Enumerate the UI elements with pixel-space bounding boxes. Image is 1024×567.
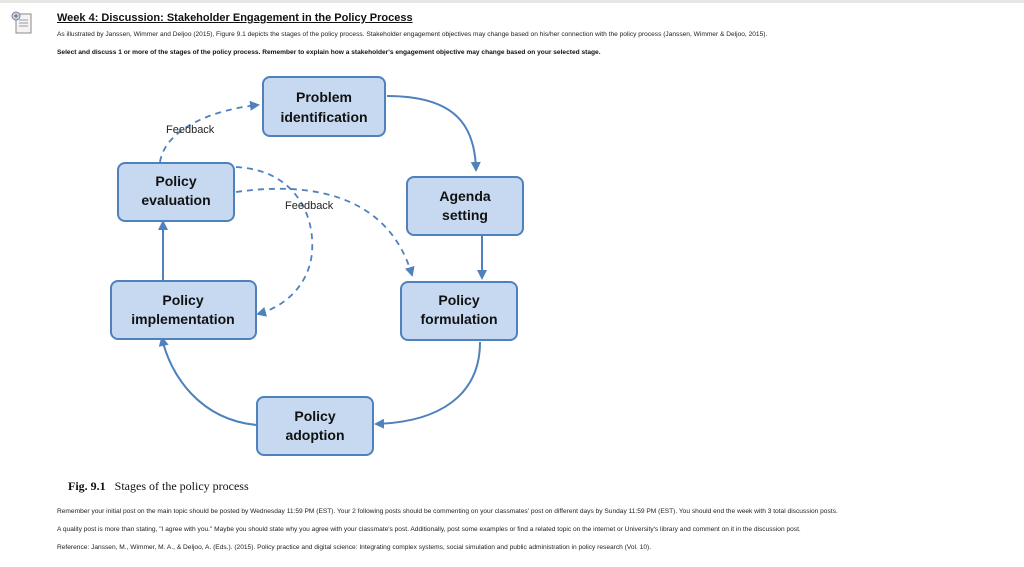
svg-text:adoption: adoption [285,427,344,443]
figure-label: Fig. 9.1 [68,479,106,493]
svg-text:evaluation: evaluation [141,192,210,208]
svg-text:identification: identification [280,109,367,125]
stage-policy-implementation: Policy implementation [110,280,257,340]
reference-text: Reference: Janssen, M., Wimmer, M. A., &… [57,544,652,551]
svg-text:setting: setting [442,207,488,223]
page-title[interactable]: Week 4: Discussion: Stakeholder Engageme… [57,12,413,24]
feedback-evaluation-to-implementation [235,166,314,317]
svg-text:implementation: implementation [131,311,234,327]
arrow-adoption-to-implementation [158,336,258,426]
stage-agenda-setting: Agenda setting [406,176,524,236]
svg-text:Policy: Policy [438,292,479,308]
figure-caption: Fig. 9.1 Stages of the policy process [68,479,249,494]
svg-text:formulation: formulation [421,311,498,327]
instruction-text: Select and discuss 1 or more of the stag… [57,49,601,56]
policy-process-diagram: Feedback Feedback Problem identification… [110,76,524,456]
feedback-label: Feedback [285,200,334,212]
arrow-formulation-to-adoption [374,341,481,429]
feedback-evaluation-to-formulation [235,187,415,277]
stage-policy-evaluation: Policy evaluation [117,162,235,222]
feedback-evaluation-to-problem [159,100,260,163]
arrow-problem-to-agenda [386,95,481,172]
stage-policy-adoption: Policy adoption [256,396,374,456]
stage-policy-formulation: Policy formulation [400,281,518,341]
svg-text:Policy: Policy [294,408,335,424]
stage-problem-identification: Problem identification [262,76,386,137]
intro-text: As illustrated by Janssen, Wimmer and De… [57,31,768,38]
document-icon [11,11,32,34]
svg-text:Problem: Problem [296,89,352,105]
svg-text:Agenda: Agenda [439,188,491,204]
svg-text:Policy: Policy [162,292,203,308]
feedback-label: Feedback [166,124,215,136]
posting-requirements-text: Remember your initial post on the main t… [57,508,838,515]
figure-caption-text: Stages of the policy process [114,479,249,493]
svg-text:Policy: Policy [155,173,196,189]
top-divider [0,0,1024,3]
quality-post-text: A quality post is more than stating, "I … [57,526,801,533]
